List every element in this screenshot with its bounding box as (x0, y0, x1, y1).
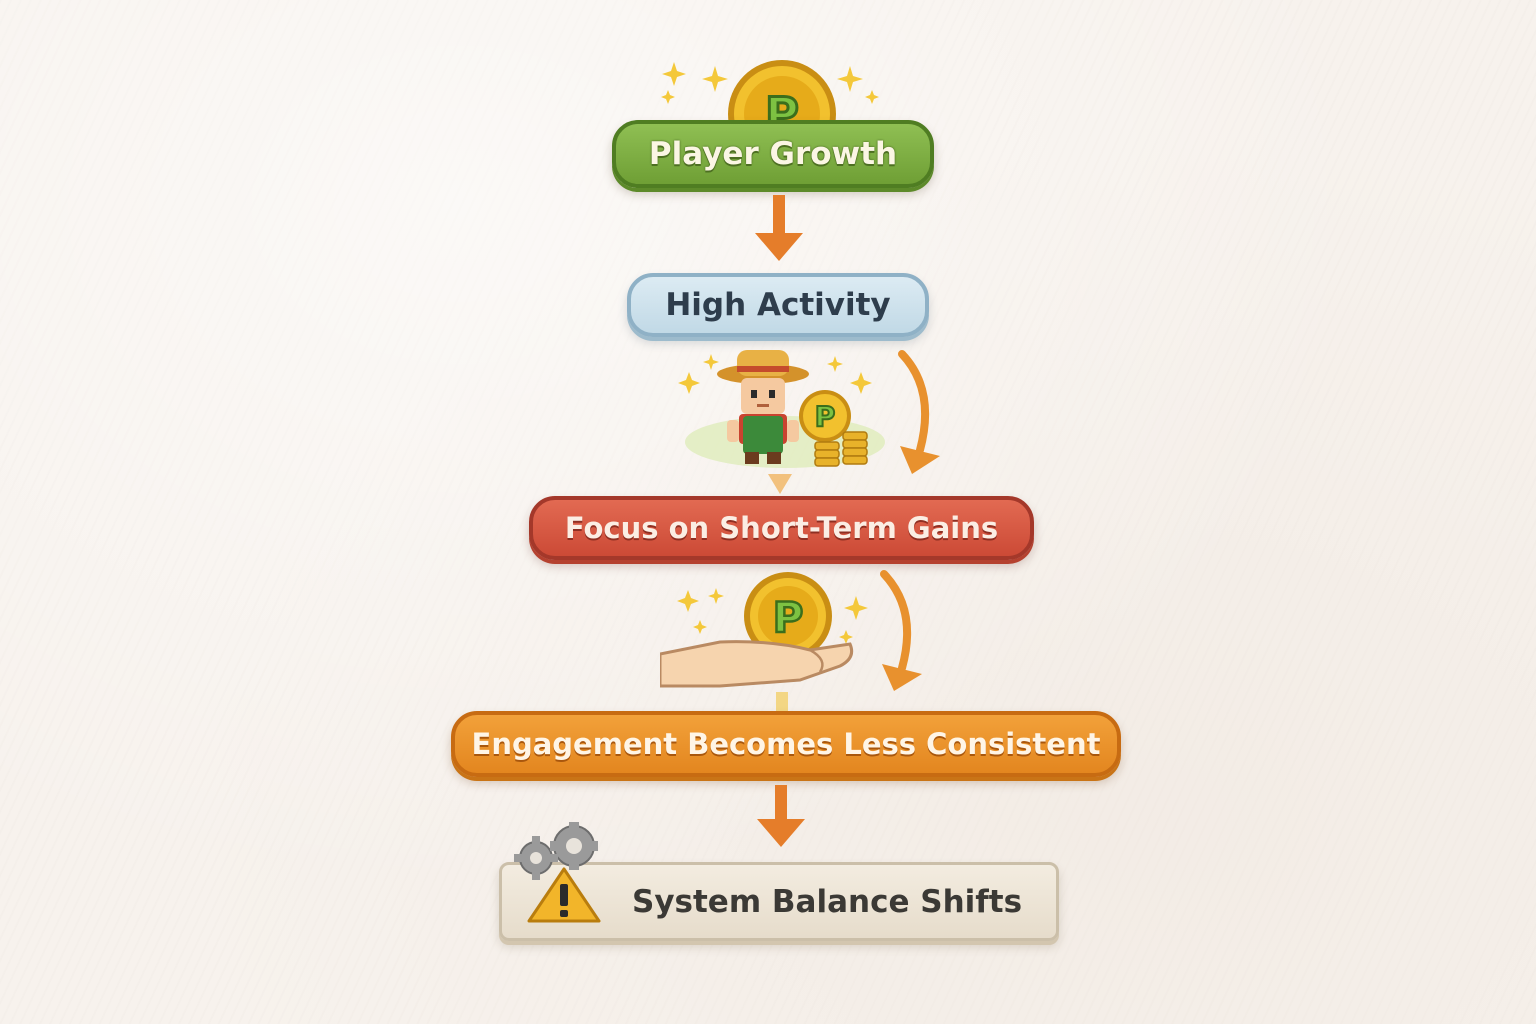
step-label: High Activity (665, 287, 890, 323)
step-short-term-gains: Focus on Short-Term Gains (529, 496, 1034, 560)
arrow-down-icon (754, 785, 808, 851)
curved-arrow-icon (890, 350, 950, 475)
coin-letter: P (773, 593, 804, 642)
hand-holding-coin-icon: P (660, 568, 870, 698)
step-label: Engagement Becomes Less Consistent (472, 727, 1101, 761)
step-player-growth: Player Growth (612, 120, 934, 188)
farmer-character-icon: P (675, 342, 895, 472)
step-high-activity: High Activity (627, 273, 929, 337)
warning-icon (526, 866, 602, 924)
arrow-down-icon (752, 195, 806, 265)
small-connector-icon (774, 692, 790, 712)
coin-letter: P (815, 400, 836, 433)
step-engagement-less-consistent: Engagement Becomes Less Consistent (451, 711, 1121, 777)
step-label: Focus on Short-Term Gains (565, 511, 998, 545)
curved-arrow-icon (872, 570, 932, 692)
small-arrow-icon (766, 470, 794, 496)
step-label: System Balance Shifts (632, 884, 1022, 920)
step-label: Player Growth (649, 136, 897, 172)
